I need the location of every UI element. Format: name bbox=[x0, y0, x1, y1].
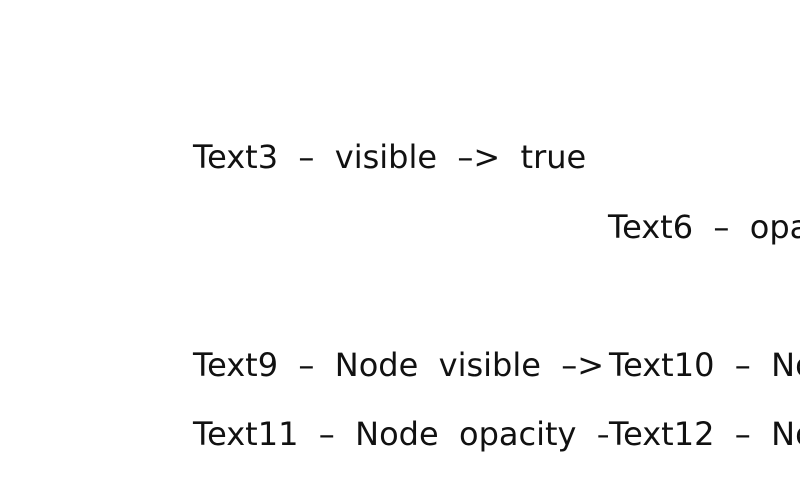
text-run-text12: Text12 – Node bbox=[608, 418, 800, 450]
text-run-text10: Text10 – Node bbox=[608, 349, 800, 381]
text-run-text3: Text3 – visible –> true bbox=[193, 138, 587, 176]
text-run-text6: Text6 – opacity bbox=[608, 208, 800, 246]
